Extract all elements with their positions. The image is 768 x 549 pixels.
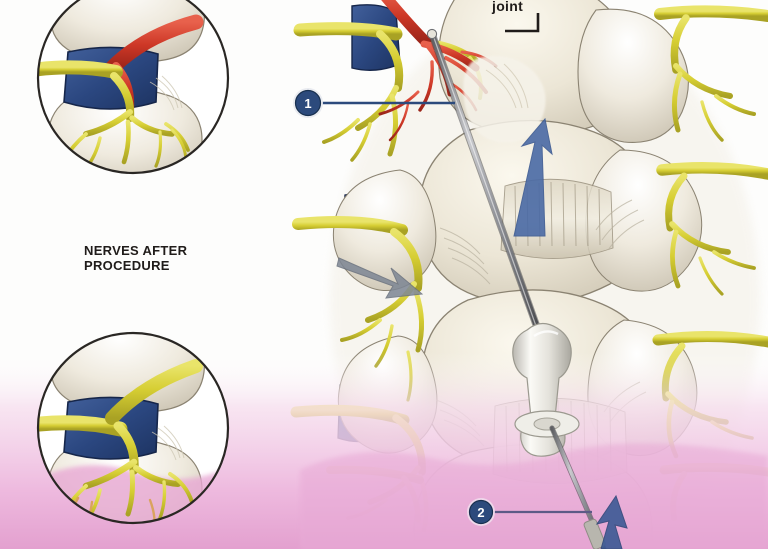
callout-marker-2[interactable]: 2 [467,498,592,526]
joint-label: joint [492,0,524,14]
direction-arrows [336,117,628,549]
blue-arrow-lower [595,494,628,549]
callout-markers: 1 2 [293,88,592,526]
nerves-after-procedure-label: NERVES AFTER PROCEDURE [84,243,188,273]
facet-joint-capsule [463,55,546,143]
inset-nerves-before-procedure [36,0,230,175]
callout-marker-1[interactable]: 1 [293,88,455,118]
joint-leader-line [505,13,540,33]
blue-arrow-upper [513,117,553,237]
callout-marker-1-number: 1 [304,96,311,111]
procedure-needle [426,28,607,549]
callout-marker-2-number: 2 [477,505,484,520]
gray-arrow-left [336,257,424,299]
